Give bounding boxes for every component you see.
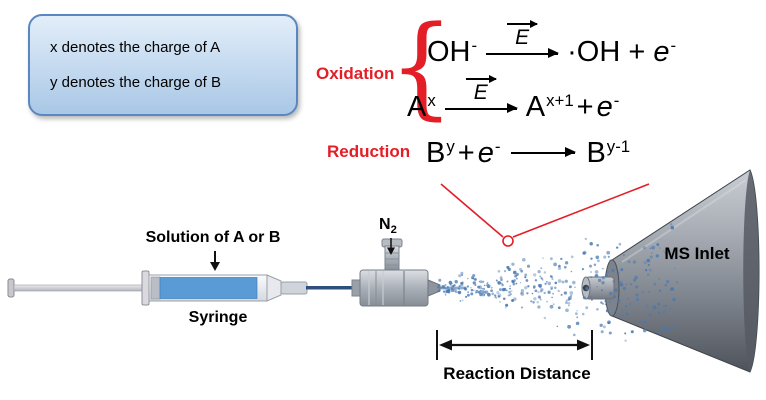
equation-hydroxide-oxidation: OH- E ·OH + e-: [427, 19, 677, 74]
spray-plume: [437, 223, 679, 342]
sample-point-circle: [502, 235, 514, 247]
nitrogen-gas-label: N2: [379, 216, 397, 237]
barrel-tip: [266, 274, 282, 302]
vector-arrow-icon: [507, 19, 539, 28]
syringe-liquid: [159, 277, 258, 299]
vector-arrow-icon: [465, 74, 497, 83]
eq3-product-charge: y-1: [606, 137, 631, 157]
solution-label: Solution of A or B: [145, 229, 281, 246]
eq1-arrow-with-field: E: [486, 19, 560, 58]
reaction-zone-callout: [440, 183, 650, 247]
charge-note-line-1: x denotes the charge of A: [50, 39, 221, 57]
gas-tee-fitting: [351, 238, 441, 307]
tee-body: [359, 269, 429, 307]
needle-hub: [280, 281, 308, 295]
barrel-flange: [141, 270, 150, 306]
spray-core-jet: [440, 286, 466, 290]
solution-pointer-arrow-icon: [210, 251, 220, 271]
right-arrowhead-icon: [577, 339, 590, 351]
electric-field-symbol: E: [465, 74, 497, 105]
cone-rim: [743, 170, 759, 372]
eq1-electron-charge: -: [670, 36, 677, 56]
eq1-reactant-charge: -: [471, 36, 478, 56]
reduction-label: Reduction: [327, 142, 411, 161]
reaction-arrow-icon: [444, 103, 518, 113]
reaction-distance-label: Reaction Distance: [443, 364, 591, 383]
eq2-arrow-with-field: E: [444, 74, 518, 113]
transfer-tubing: [306, 286, 362, 290]
plunger-thumb-rest: [7, 278, 15, 298]
oxidation-label: Oxidation: [316, 64, 395, 83]
charge-note-box: x denotes the charge of A y denotes the …: [28, 14, 298, 116]
eq1-product: ·OH + e-: [567, 35, 677, 68]
syringe: [7, 270, 362, 306]
eq3-reactants: By+e-: [426, 136, 501, 169]
reaction-arrow-icon: [511, 147, 577, 157]
plunger-seal: [150, 276, 161, 300]
nitrogen-subscript: 2: [390, 224, 397, 237]
plunger-rod: [13, 284, 147, 292]
reaction-arrow-icon: [486, 48, 560, 58]
eq2-reactant: Ax: [407, 90, 436, 123]
eq3-product: By-1: [586, 136, 631, 169]
cone-body: [607, 169, 760, 373]
eq2-electron-charge: -: [613, 91, 620, 111]
n2-pointer-arrow-icon: [387, 238, 395, 255]
left-arrowhead-icon: [439, 339, 452, 351]
electric-field-symbol: E: [507, 19, 539, 50]
ms-inlet-label: MS Inlet: [664, 244, 730, 263]
red-callout-line-right: [512, 183, 650, 238]
red-callout-line-left: [440, 183, 504, 238]
eq3-reactant-charge: y: [446, 137, 455, 157]
eq3-electron-charge: -: [494, 137, 501, 157]
syringe-label: Syringe: [188, 309, 248, 326]
equation-a-oxidation: Ax E Ax+1+e-: [407, 74, 620, 129]
eq1-reactant: OH-: [427, 35, 478, 68]
eq2-product: Ax+1+e-: [525, 90, 620, 123]
oxidation-brace: {: [389, 3, 454, 132]
reaction-distance-arrow: [436, 330, 593, 360]
equation-b-reduction: By+e- By-1: [426, 131, 630, 175]
charge-note-line-2: y denotes the charge of B: [50, 73, 221, 91]
eq2-reactant-charge: x: [427, 91, 436, 111]
eq2-product-charge: x+1: [546, 91, 574, 111]
